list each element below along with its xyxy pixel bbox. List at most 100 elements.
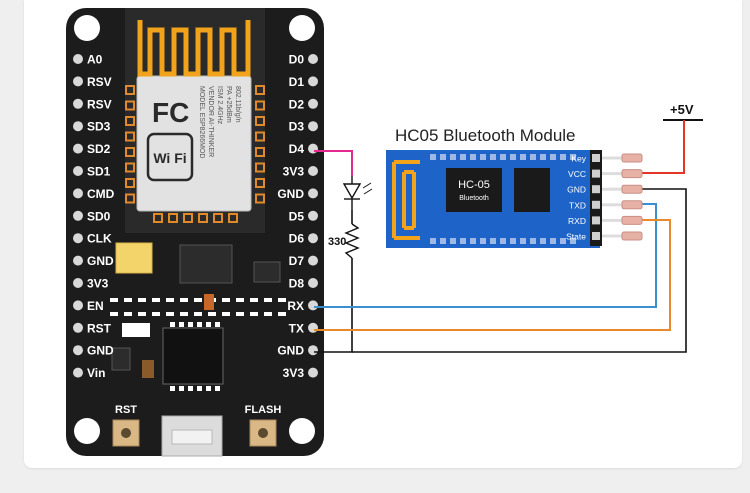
esp-pad <box>125 178 135 188</box>
trace-dot <box>250 312 258 316</box>
esp-label-line: PA +25dBm <box>225 86 232 123</box>
left-pin-dot <box>73 345 83 356</box>
hc05-header-pin <box>592 232 600 240</box>
esp-pad <box>125 162 135 173</box>
left-pin-dot <box>73 98 83 109</box>
right-pin-dot <box>308 98 318 109</box>
esp-pad <box>255 178 265 188</box>
led-emission-arrow <box>362 182 372 189</box>
right-pin-label: RX <box>287 299 304 313</box>
chip-pin <box>206 386 211 391</box>
chip-pin <box>215 322 220 327</box>
right-pin-dot <box>308 121 318 132</box>
trace-dot <box>110 312 118 316</box>
jumper-wire-end <box>621 215 643 225</box>
hc05-pin-lead <box>602 218 622 222</box>
hc05-pad <box>530 154 536 160</box>
supply-label: +5V <box>670 102 694 117</box>
trace-dot <box>208 312 216 316</box>
hc05-pad <box>470 238 476 244</box>
trace-dot <box>138 298 146 302</box>
left-pin-label: A0 <box>87 53 103 67</box>
trace-dot <box>222 312 230 316</box>
trace-dot <box>264 298 272 302</box>
esp-pad <box>255 116 265 126</box>
nodemcu-board: FC Wi Fi MODEL ESP8266MOD VENDOR AI-THIN… <box>66 8 324 457</box>
hc05-pad <box>530 238 536 244</box>
hc05-chip-label: HC-05 <box>458 179 490 191</box>
esp-pad <box>228 213 238 223</box>
wire-txd-rx <box>314 203 657 308</box>
regulator-chip <box>179 244 233 284</box>
hc05-pad <box>500 154 506 160</box>
fc-logo: FC <box>152 97 189 128</box>
left-pin-label: RST <box>87 321 112 335</box>
left-pin-dot <box>73 166 83 176</box>
chip-pin <box>206 322 211 327</box>
mount-hole-top-right <box>289 15 315 41</box>
esp-pad <box>153 213 163 223</box>
trace-dot <box>222 298 230 302</box>
esp-pad <box>198 213 208 223</box>
trace-dot <box>278 298 286 302</box>
hc05-pin-label: RXD <box>568 216 586 226</box>
chip-pins <box>170 322 220 391</box>
hc05-header-pins <box>592 153 643 241</box>
left-pin-label: SD3 <box>87 120 111 134</box>
led <box>342 176 373 210</box>
hc05-pad <box>450 154 456 160</box>
hc05-header-pin <box>592 185 600 194</box>
transistor <box>253 261 281 283</box>
left-pin-label: RSV <box>87 75 112 89</box>
usb-socket <box>171 429 213 445</box>
hc05-pad <box>480 154 486 160</box>
mount-hole-bottom-left <box>74 418 100 444</box>
hc05-pin-label: State <box>566 232 586 242</box>
module-title: HC05 Bluetooth Module <box>395 126 576 145</box>
esp-pads <box>125 85 265 223</box>
chip-pin <box>179 386 184 391</box>
trace-dot <box>278 312 286 316</box>
left-pin-dot <box>73 76 83 87</box>
right-pin-label: 3V3 <box>283 165 305 179</box>
trace-dot <box>250 298 258 302</box>
hc05-header-pin <box>592 216 600 225</box>
left-pin-dot <box>73 278 83 288</box>
wiring <box>314 119 703 353</box>
left-pin-label: RSV <box>87 97 112 111</box>
right-pin-label: D8 <box>289 277 305 291</box>
right-pin-label: 3V3 <box>283 366 305 380</box>
chip-pin <box>170 322 175 327</box>
right-pin-label: D5 <box>289 209 305 223</box>
led-emission-arrow <box>363 188 373 195</box>
mount-hole-top-left <box>74 15 100 41</box>
left-pin-label: CMD <box>87 187 115 201</box>
right-pin-dot <box>308 255 318 266</box>
right-pin-label: D4 <box>289 142 305 156</box>
right-pin-label: D1 <box>289 75 305 89</box>
flash-button-cap <box>258 428 268 438</box>
trace-dot <box>124 298 132 302</box>
esp-label-line: 802.11b/g/n <box>234 86 241 123</box>
hc05-header <box>590 150 602 246</box>
smd-component <box>142 360 154 378</box>
hc05-flash-chip <box>514 168 550 212</box>
left-pin-dot <box>73 367 83 378</box>
hc05-chip-sublabel: Bluetooth <box>459 195 489 202</box>
trace-dot <box>124 312 132 316</box>
left-pin-label: Vin <box>87 366 105 380</box>
hc05-pin-lead <box>602 172 622 176</box>
esp-pad <box>125 116 135 126</box>
esp-pad <box>255 131 265 142</box>
right-pin-dot <box>308 233 318 244</box>
left-pin-dot <box>73 143 83 154</box>
left-pin-label: SD2 <box>87 142 111 156</box>
hc05-pad <box>510 154 516 160</box>
rst-button-label: RST <box>115 404 137 416</box>
chip-pin <box>197 386 202 391</box>
trace-dot <box>180 312 188 316</box>
chip-pin <box>170 386 175 391</box>
trace-dot <box>166 312 174 316</box>
right-pin-label: D2 <box>289 97 305 111</box>
hc05-pin-label: Key <box>571 154 586 164</box>
